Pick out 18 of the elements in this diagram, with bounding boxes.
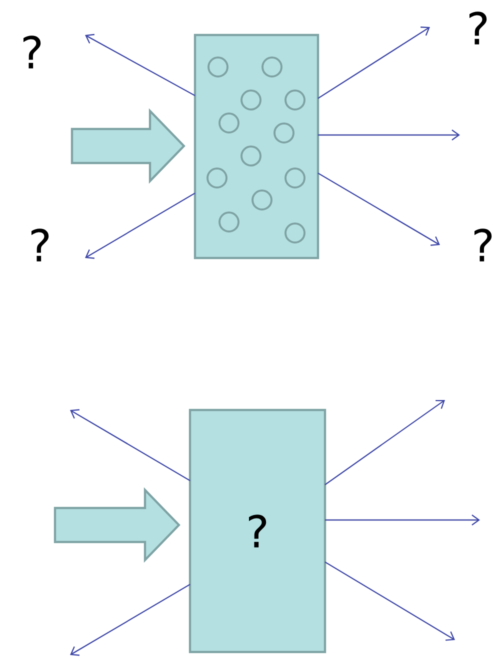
question-mark: ? [31, 228, 49, 262]
question-mark: ? [469, 12, 487, 44]
block-arrow [70, 108, 186, 184]
arrow [318, 130, 460, 140]
arrow [318, 26, 430, 99]
arrow [325, 514, 480, 526]
arrow [85, 34, 196, 96]
arrow [318, 172, 440, 246]
arrow [85, 192, 196, 259]
arrow [70, 584, 190, 656]
question-mark: ? [474, 228, 492, 262]
arrow [324, 562, 455, 641]
container-box: ? [188, 408, 326, 654]
block-arrow [54, 487, 180, 563]
arrow [70, 409, 190, 482]
container-box [194, 34, 320, 260]
question-mark: ? [23, 36, 41, 68]
arrow [324, 400, 445, 486]
